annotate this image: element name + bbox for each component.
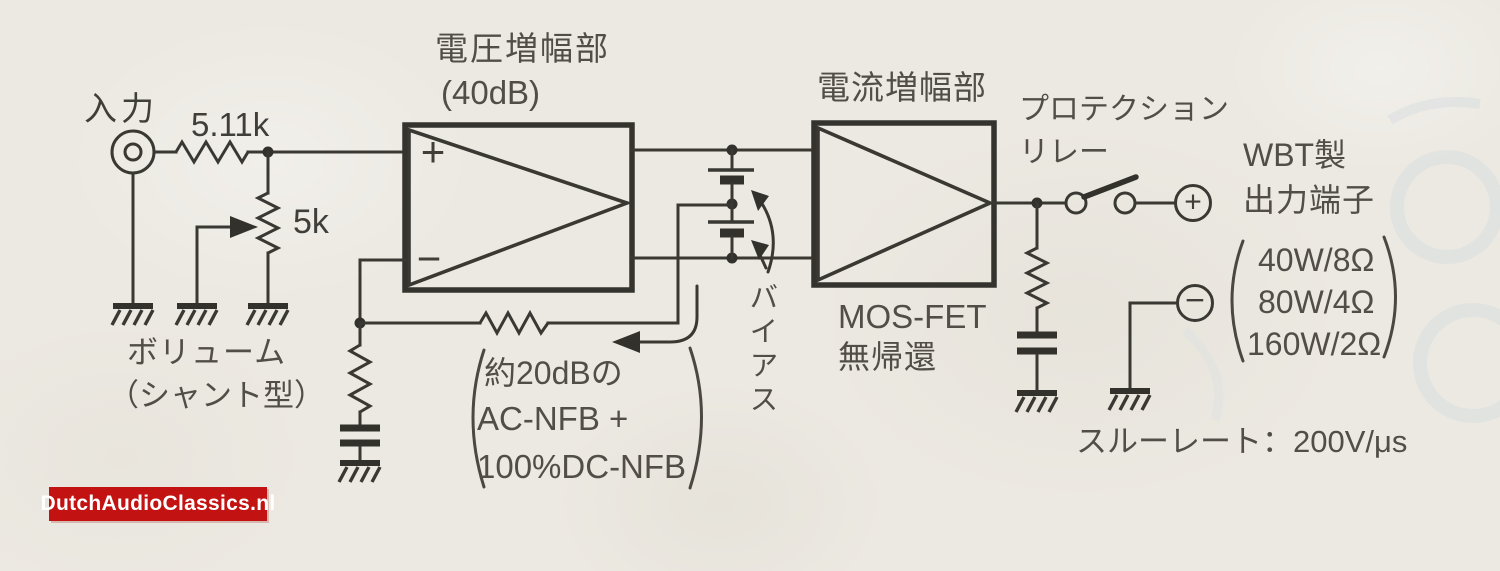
ground-icon <box>176 306 217 325</box>
voltage-amp-minus-input: − <box>416 234 442 282</box>
current-amp-topology: 無帰還 <box>838 339 938 375</box>
volume-label-line1: ボリューム <box>127 335 287 370</box>
current-amp-device: MOS-FET <box>838 298 987 335</box>
bias-pointer-arrows <box>751 190 775 274</box>
ground-icon <box>112 306 153 325</box>
paren-left <box>471 348 486 489</box>
volume-label-line2: （シャント型） <box>108 378 325 413</box>
output-title-line1: WBT製 <box>1243 137 1347 173</box>
watermark-banner: DutchAudioClassics.nl <box>41 487 275 521</box>
paren-right <box>688 346 703 490</box>
potentiometer-5k <box>254 191 282 255</box>
power-rating-2ohm: 160W/2Ω <box>1247 326 1382 362</box>
input-stage <box>110 129 407 325</box>
slew-rate-note: スルーレート：200V/μs <box>1076 424 1408 459</box>
ground-icon <box>1109 391 1150 410</box>
series-resistor-value: 5.11k <box>191 106 270 143</box>
nfb-note-line3: 100%DC-NFB <box>477 448 687 485</box>
pot-wiper-arrow-icon <box>230 216 258 238</box>
relay-label-line2: リレー <box>1019 136 1109 169</box>
nfb-note-line1: 約20dBの <box>484 355 623 391</box>
feedback-network <box>339 203 734 490</box>
relay-switch-icon <box>1064 174 1139 215</box>
pot-value: 5k <box>293 203 329 241</box>
voltage-amp-title: 電圧増幅部 <box>435 30 610 67</box>
nfb-note-line2: AC-NFB + <box>477 400 629 437</box>
rca-connector-icon <box>110 129 156 175</box>
power-rating-8ohm: 40W/8Ω <box>1258 242 1375 278</box>
voltage-amp-gain: (40dB) <box>441 74 541 111</box>
relay-label-line1: プロテクション <box>1019 93 1229 126</box>
voltage-amp-block <box>402 122 635 293</box>
voltage-amp-plus-input: + <box>420 127 446 175</box>
ground-icon <box>339 463 380 482</box>
paren-right <box>1382 235 1397 359</box>
current-amp-block <box>811 120 997 288</box>
current-amp-title: 電流増幅部 <box>817 69 987 106</box>
nfb-annotation-arrowhead-icon <box>612 331 640 353</box>
watermark-text: DutchAudioClassics.nl <box>40 492 276 515</box>
output-resistor <box>1023 246 1051 310</box>
shunt-resistor <box>346 343 374 414</box>
bias-batteries <box>708 148 754 260</box>
plus-terminal-sign: + <box>1184 185 1202 219</box>
output-network <box>992 174 1397 412</box>
nfb-annotation-arrow <box>632 284 699 344</box>
resistor-5k11 <box>174 139 250 165</box>
bias-label: バイアス <box>744 282 777 418</box>
input-label: 入力 <box>84 90 158 127</box>
ground-icon <box>1016 393 1057 412</box>
print-bleed-ghost <box>1181 97 1500 423</box>
output-title-line2: 出力端子 <box>1243 182 1376 218</box>
plus-terminal-icon <box>1174 184 1212 222</box>
paren-left <box>1230 239 1245 363</box>
power-rating-4ohm: 80W/4Ω <box>1258 284 1375 320</box>
nfb-resistor <box>478 309 550 337</box>
minus-terminal-sign: − <box>1185 281 1205 320</box>
ground-icon <box>247 306 288 325</box>
